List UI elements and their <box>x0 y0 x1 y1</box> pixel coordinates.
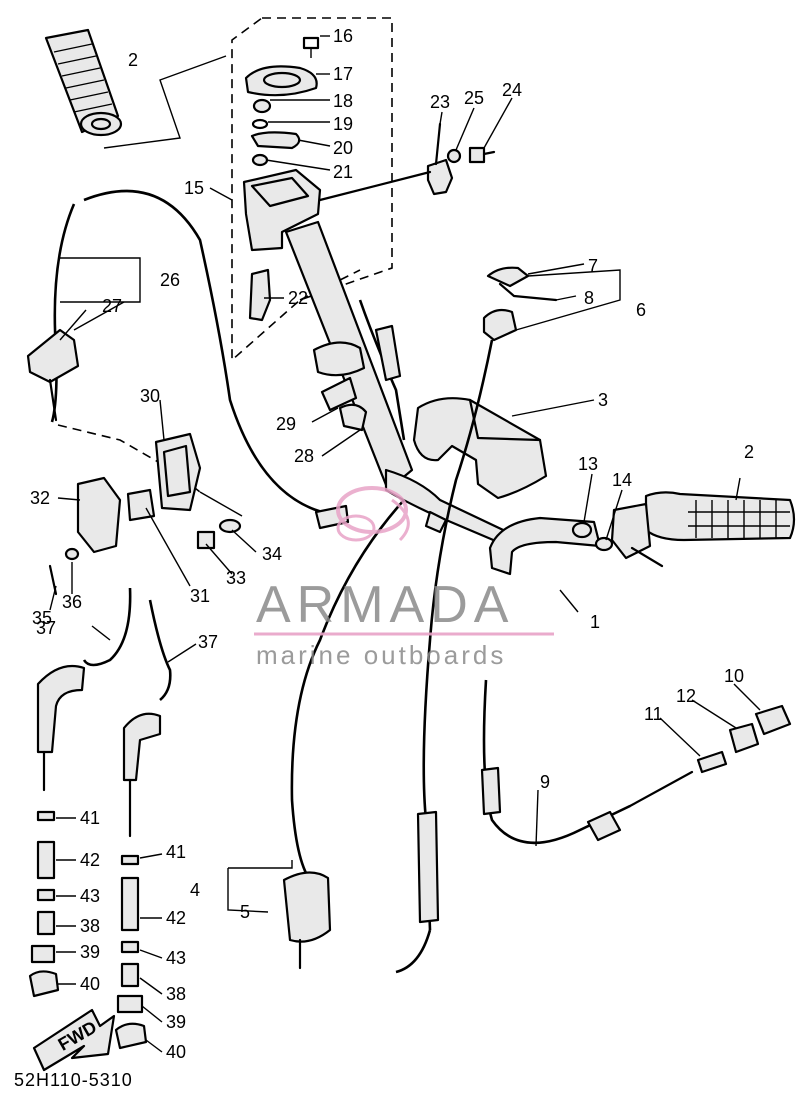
lever-assembly <box>482 266 621 342</box>
watermark-logo-icon <box>336 486 410 542</box>
callout-39-left: 39 <box>80 942 100 962</box>
callout-16: 16 <box>333 26 353 46</box>
callout-43-right: 43 <box>166 948 186 968</box>
callout-41-left: 41 <box>80 808 100 828</box>
callout-34: 34 <box>262 544 282 564</box>
callout-43-left: 43 <box>80 886 100 906</box>
callout-18: 18 <box>333 91 353 111</box>
lead-group-left <box>28 587 132 998</box>
callout-42-left: 42 <box>80 850 100 870</box>
callout-37-right: 37 <box>198 632 218 652</box>
cables <box>50 189 792 974</box>
callout-20: 20 <box>333 138 353 158</box>
diagram-code: 52H110-5310 <box>14 1070 133 1090</box>
callout-13: 13 <box>578 454 598 474</box>
left-grip <box>44 28 227 149</box>
callout-6: 6 <box>636 300 646 320</box>
watermark: ARMADA marine outboards <box>254 486 554 670</box>
callout-27: 27 <box>102 296 122 316</box>
callout-40-left: 40 <box>80 974 100 994</box>
callout-32: 32 <box>30 488 50 508</box>
watermark-brand: ARMADA <box>256 576 514 634</box>
callout-1: 1 <box>590 612 600 632</box>
watermark-tagline: marine outboards <box>256 640 506 670</box>
lead-group-right <box>114 599 172 1050</box>
callout-25: 25 <box>464 88 484 108</box>
callout-11: 11 <box>644 704 663 724</box>
callout-22: 22 <box>288 288 308 308</box>
callout-2-left: 2 <box>128 50 138 70</box>
callout-2-right: 2 <box>744 442 754 462</box>
lever-bracket <box>26 328 80 422</box>
callout-28: 28 <box>294 446 314 466</box>
callout-23: 23 <box>430 92 450 112</box>
leader-lines <box>49 35 761 1053</box>
callout-36: 36 <box>62 592 82 612</box>
hardware-stack <box>244 36 320 167</box>
callout-10: 10 <box>724 666 744 686</box>
callout-21: 21 <box>333 162 353 182</box>
callout-31: 31 <box>190 586 210 606</box>
callout-labels: 16 17 18 19 20 21 15 2 23 25 24 26 27 22… <box>30 26 754 1062</box>
callout-8: 8 <box>584 288 594 308</box>
switch-group <box>48 432 243 596</box>
callout-26: 26 <box>160 270 180 290</box>
callout-12: 12 <box>676 686 696 706</box>
callout-17: 17 <box>333 64 353 84</box>
callout-30: 30 <box>140 386 160 406</box>
fwd-arrow-icon: FWD <box>32 1008 116 1072</box>
handlebar-tube <box>284 220 522 550</box>
right-grip <box>571 491 796 568</box>
callout-42-right: 42 <box>166 908 186 928</box>
callout-29: 29 <box>276 414 296 434</box>
callout-3: 3 <box>598 390 608 410</box>
callout-33: 33 <box>226 568 246 588</box>
callout-7: 7 <box>588 256 598 276</box>
callout-40-right: 40 <box>166 1042 186 1062</box>
callout-9: 9 <box>540 772 550 792</box>
callout-38-left: 38 <box>80 916 100 936</box>
callout-39-right: 39 <box>166 1012 186 1032</box>
fasteners <box>318 122 496 202</box>
callout-4: 4 <box>190 880 200 900</box>
callout-35: 35 <box>32 608 52 628</box>
callout-14: 14 <box>612 470 632 490</box>
callout-5: 5 <box>240 902 250 922</box>
callout-41-right: 41 <box>166 842 186 862</box>
callout-24: 24 <box>502 80 522 100</box>
callout-37-left: 37 <box>36 618 56 638</box>
callout-38-right: 38 <box>166 984 186 1004</box>
callout-19: 19 <box>333 114 353 134</box>
throttle-housing <box>242 168 322 322</box>
callout-15: 15 <box>184 178 204 198</box>
cover <box>412 397 548 500</box>
